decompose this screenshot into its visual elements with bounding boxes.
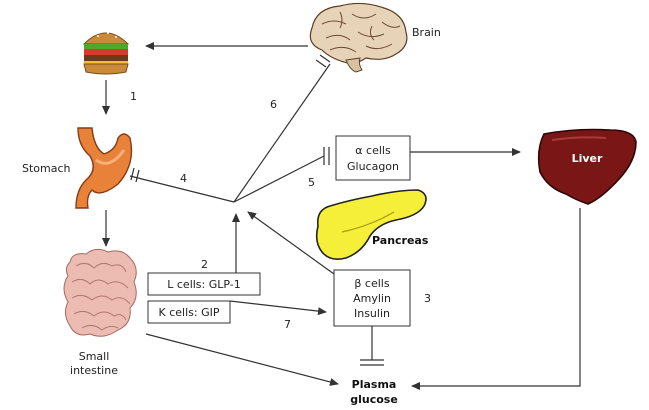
line-hub-to-stomach <box>129 175 235 203</box>
stomach-label: Stomach <box>22 162 71 175</box>
brain-label: Brain <box>412 26 441 39</box>
small-intestine-icon <box>63 248 137 337</box>
brain-icon <box>309 2 408 73</box>
inhibit-bar-brain <box>315 59 327 68</box>
step-number-2: 2 <box>201 258 208 271</box>
burger-icon <box>82 32 130 75</box>
k-cells-box: K cells: GIP <box>147 300 231 324</box>
step-number-7: 7 <box>284 318 291 331</box>
l-cells-box: L cells: GLP-1 <box>147 272 261 296</box>
liver-icon <box>537 128 637 205</box>
arrow-kcells-to-beta <box>229 300 327 316</box>
pancreas-label: Pancreas <box>372 234 429 247</box>
amylin-label: Amylin <box>353 292 391 305</box>
inhibit-bar-brain-2 <box>319 54 331 63</box>
inhibit-bar-stomach-2 <box>135 169 140 183</box>
step-number-4: 4 <box>180 172 187 185</box>
step-number-1: 1 <box>130 90 137 103</box>
line-hub-to-brain <box>233 63 331 203</box>
pancreas-icon <box>315 189 427 260</box>
inhibit-bar-stomach <box>130 167 135 181</box>
liver-label: Liver <box>572 152 603 165</box>
glucagon-label: Glucagon <box>347 160 399 173</box>
small-intestine-label-1: Small <box>79 350 110 363</box>
k-cells-label: K cells: GIP <box>159 306 220 319</box>
arrow-liver-to-plasma <box>411 208 581 390</box>
stomach-icon <box>75 127 133 209</box>
step-number-6: 6 <box>270 98 277 111</box>
beta-cells-label: β cells <box>354 277 389 290</box>
arrow-intestine-to-plasma <box>145 333 339 386</box>
insulin-label: Insulin <box>354 307 390 320</box>
step-number-3: 3 <box>424 292 431 305</box>
plasma-glucose-label-2: glucose <box>350 393 398 406</box>
small-intestine-label-2: intestine <box>70 364 118 377</box>
l-cells-label: L cells: GLP-1 <box>167 278 241 291</box>
alpha-cells-box: α cells Glucagon <box>335 135 411 181</box>
line-hub-to-alpha <box>233 155 325 203</box>
step-number-5: 5 <box>308 176 315 189</box>
arrow-beta-to-hub <box>247 211 335 275</box>
alpha-cells-label: α cells <box>355 144 391 157</box>
plasma-glucose-label-1: Plasma <box>352 378 397 391</box>
beta-cells-box: β cells Amylin Insulin <box>333 269 411 327</box>
